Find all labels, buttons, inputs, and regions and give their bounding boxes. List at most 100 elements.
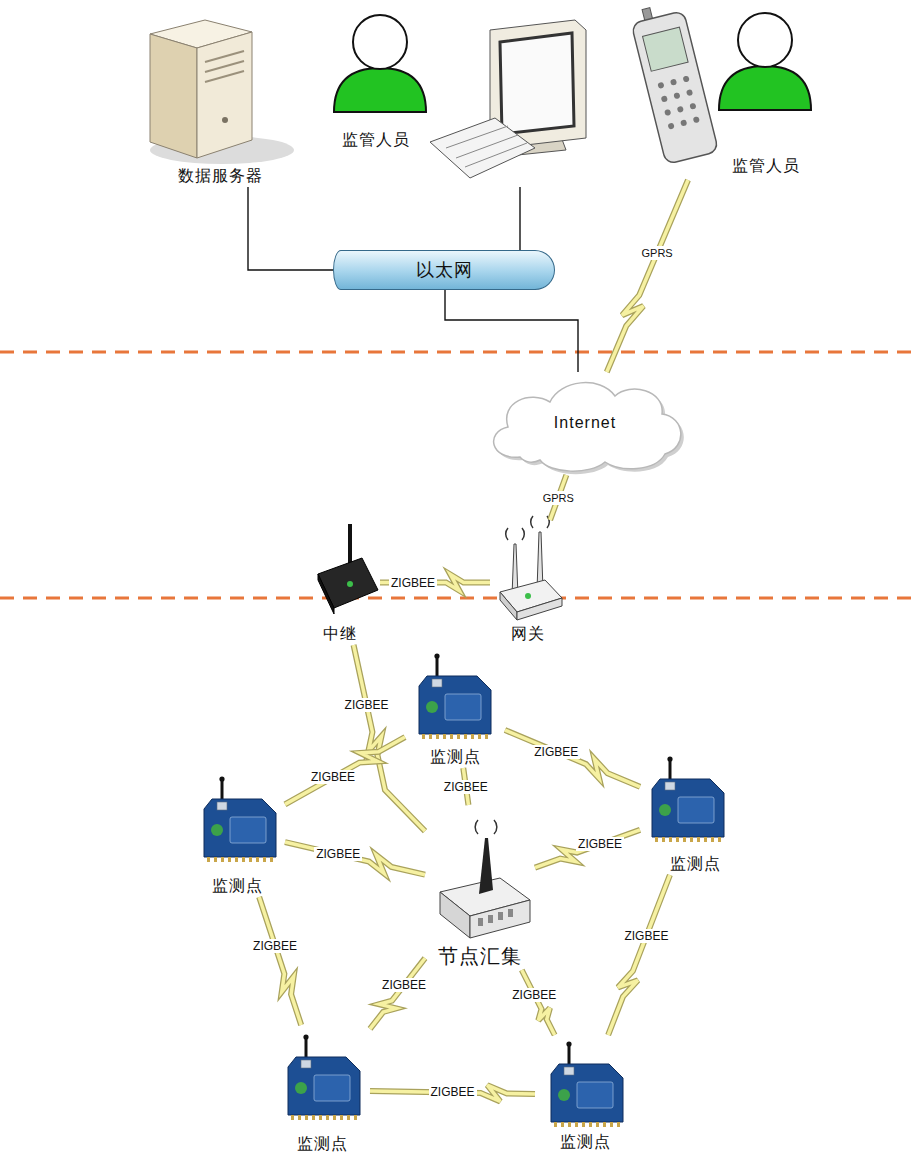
link-label: ZIGBEE — [510, 988, 558, 1002]
bolt-outline — [370, 958, 425, 1029]
operator-node: 监管人员 — [630, 5, 820, 180]
bolt-fill — [259, 897, 301, 1025]
phone-icon — [631, 11, 718, 165]
wireless-link — [259, 897, 301, 1025]
sensor-module-icon — [204, 653, 724, 1127]
node-label: 节点汇集 — [438, 945, 522, 968]
gateway-icon — [517, 598, 562, 620]
computer-icon — [430, 20, 586, 178]
node-label: 监测点 — [212, 877, 263, 895]
person-icon — [719, 13, 811, 110]
cable-connector — [445, 290, 578, 372]
link-label: ZIGBEE — [576, 837, 624, 851]
sink-node-icon — [488, 915, 493, 923]
gateway-node: 网关 — [490, 520, 565, 645]
sink-node-icon — [440, 820, 530, 938]
phone-icon — [673, 92, 680, 99]
node-label: 监测点 — [297, 1135, 348, 1153]
sensor-module-icon — [419, 653, 491, 739]
server-icon — [222, 117, 228, 123]
phone-icon — [680, 119, 687, 126]
bolt-outline — [285, 842, 425, 875]
server-icon — [205, 61, 244, 72]
computer-icon — [500, 33, 574, 134]
link-label: ZIGBEE — [622, 929, 670, 943]
cable-line — [519, 187, 520, 250]
bolt-fill — [354, 645, 425, 831]
sensor-module-icon — [652, 756, 724, 842]
phone-icon — [664, 109, 671, 116]
link-label: GPRS — [640, 246, 675, 260]
person-icon — [353, 15, 407, 69]
repeater-icon — [347, 581, 353, 587]
phone-icon — [657, 75, 700, 129]
link-label: ZIGBEE — [532, 745, 580, 759]
monitor-node: 监测点 — [640, 745, 750, 875]
link-label: ZIGBEE — [389, 576, 437, 590]
bolt-outline — [608, 875, 670, 1035]
bolt-fill — [522, 970, 555, 1035]
phone-icon — [657, 82, 664, 89]
wireless-link — [285, 842, 425, 875]
link-label: ZIGBEE — [343, 698, 391, 712]
bolt-fill — [380, 575, 490, 591]
server-icon — [205, 71, 244, 82]
wireless-link — [380, 575, 490, 591]
phone-icon — [670, 79, 677, 86]
sink-node-icon — [440, 892, 470, 938]
bolt-fill — [535, 830, 640, 868]
node-label: Internet — [554, 414, 616, 432]
phone-icon — [693, 116, 700, 123]
cable-connector — [520, 187, 521, 250]
sink-node-icon — [478, 918, 483, 926]
bolt-outline — [522, 970, 555, 1035]
repeater-icon — [318, 524, 378, 614]
person-icon — [334, 15, 426, 112]
link-label: ZIGBEE — [251, 939, 299, 953]
monitor-node: 监测点 — [190, 765, 285, 897]
monitor-node: 监测点 — [275, 1025, 370, 1155]
monitor-node: 监测点 — [405, 650, 505, 768]
wireless-link — [608, 875, 670, 1035]
server-node: 数据服务器 — [140, 15, 300, 187]
tier-divider — [0, 352, 918, 598]
bolt-fill — [505, 730, 640, 787]
sink-node-icon — [508, 909, 513, 917]
node-label: 监测点 — [430, 748, 481, 766]
phone-icon — [686, 89, 693, 96]
sink-node-icon — [479, 838, 493, 894]
gateway-icon — [531, 516, 550, 528]
link-label: GPRS — [541, 491, 576, 505]
tier-divider — [0, 351, 918, 354]
cable-line — [248, 187, 333, 270]
bolt-outline — [285, 737, 405, 804]
node-label: 监管人员 — [342, 131, 410, 149]
wireless-link — [535, 830, 640, 868]
sink-node-icon — [478, 909, 513, 926]
gateway-icon — [500, 592, 517, 620]
bolt-outline — [505, 730, 640, 787]
bolt-fill — [370, 958, 425, 1029]
phone-icon — [628, 0, 718, 164]
link-label: ZIGBEE — [309, 770, 357, 784]
link-label: ZIGBEE — [428, 1085, 476, 1099]
repeater-icon — [348, 524, 352, 566]
bolt-fill — [370, 1085, 535, 1101]
link-label: ZIGBEE — [380, 978, 428, 992]
cable-line — [445, 290, 578, 372]
operator-node: 监管人员 — [330, 15, 600, 187]
wireless-link — [505, 730, 640, 787]
bolt-outline — [259, 897, 301, 1025]
server-icon — [197, 32, 252, 158]
server-icon — [150, 34, 197, 158]
phone-icon — [689, 103, 696, 110]
computer-icon — [430, 118, 535, 178]
bolt-fill — [608, 875, 670, 1035]
repeater-icon — [318, 574, 334, 614]
person-icon — [738, 13, 792, 67]
cable-connector — [248, 187, 333, 270]
phone-icon — [667, 122, 674, 129]
cloud-outline — [494, 383, 681, 472]
